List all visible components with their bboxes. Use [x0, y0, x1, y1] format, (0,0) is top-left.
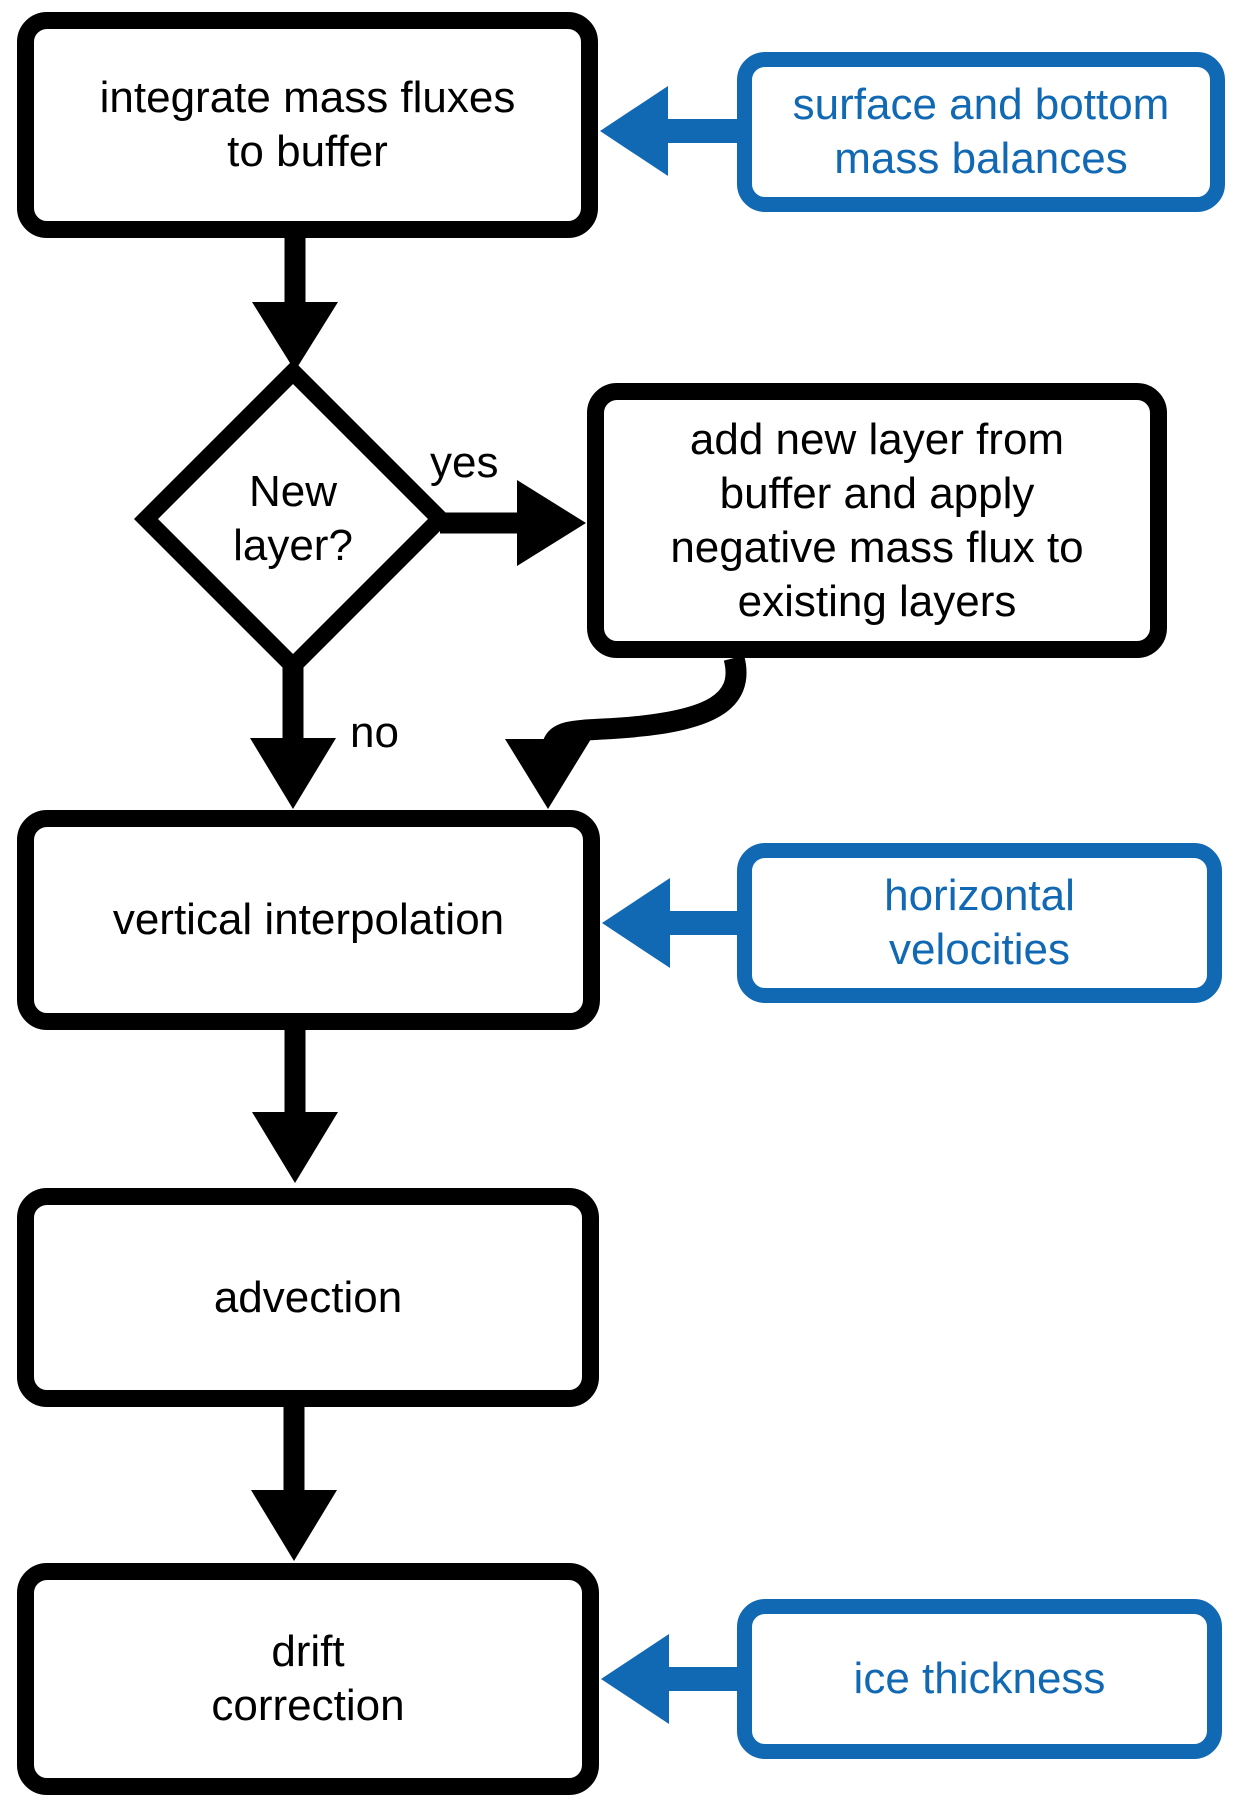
connector-decision-no-to-vertical-interpolation	[250, 666, 336, 809]
connector-advection-to-drift-correction	[251, 1407, 337, 1561]
node-text-line: advection	[213, 1272, 403, 1322]
node-text-line: buffer and apply	[719, 468, 1035, 518]
annotation-text-line: horizontal	[884, 871, 1075, 920]
node-text-line: correction	[211, 1681, 405, 1730]
connector-decision-yes-to-add-layer	[440, 480, 586, 566]
decision-text-line: layer?	[233, 521, 353, 570]
annotation-text-line: mass balances	[834, 134, 1128, 183]
node-text-line: to buffer	[227, 127, 388, 176]
node-text-line: existing layers	[737, 576, 1017, 626]
node-advection: advection	[17, 1188, 599, 1407]
node-add-new-layer: add new layer from buffer and apply nega…	[587, 383, 1167, 658]
connector-vertical-interpolation-to-advection	[252, 1030, 338, 1183]
edge-label-no: no	[350, 708, 399, 757]
node-text-line: negative mass flux to	[670, 522, 1084, 572]
connector-velocities-to-vertical-interpolation	[602, 878, 738, 968]
annotation-horizontal-velocities: horizontal velocities	[737, 843, 1222, 1003]
node-text-line: drift	[271, 1627, 345, 1676]
decision-new-layer: New layer?	[146, 372, 440, 666]
node-drift-correction: drift correction	[17, 1563, 599, 1795]
annotation-ice-thickness: ice thickness	[737, 1599, 1222, 1759]
connector-mass-balances-to-integrate	[600, 86, 738, 176]
annotation-surface-bottom-mass-balances: surface and bottom mass balances	[737, 52, 1225, 212]
annotation-text-line: velocities	[889, 925, 1070, 974]
edge-label-yes: yes	[430, 438, 499, 487]
annotation-text-line: surface and bottom	[792, 80, 1170, 129]
node-text-line: add new layer from	[689, 414, 1065, 464]
connector-integrate-to-decision	[252, 238, 338, 371]
connector-add-layer-to-vertical-interpolation	[505, 655, 747, 809]
node-text-line: integrate mass fluxes	[99, 73, 516, 122]
node-vertical-interpolation: vertical interpolation	[17, 810, 600, 1030]
decision-text-line: New	[248, 467, 338, 516]
node-text-line: vertical interpolation	[112, 895, 505, 944]
node-integrate-mass-fluxes: integrate mass fluxes to buffer	[17, 12, 598, 238]
annotation-text-line: ice thickness	[853, 1654, 1106, 1703]
connector-ice-thickness-to-drift-correction	[601, 1634, 738, 1724]
